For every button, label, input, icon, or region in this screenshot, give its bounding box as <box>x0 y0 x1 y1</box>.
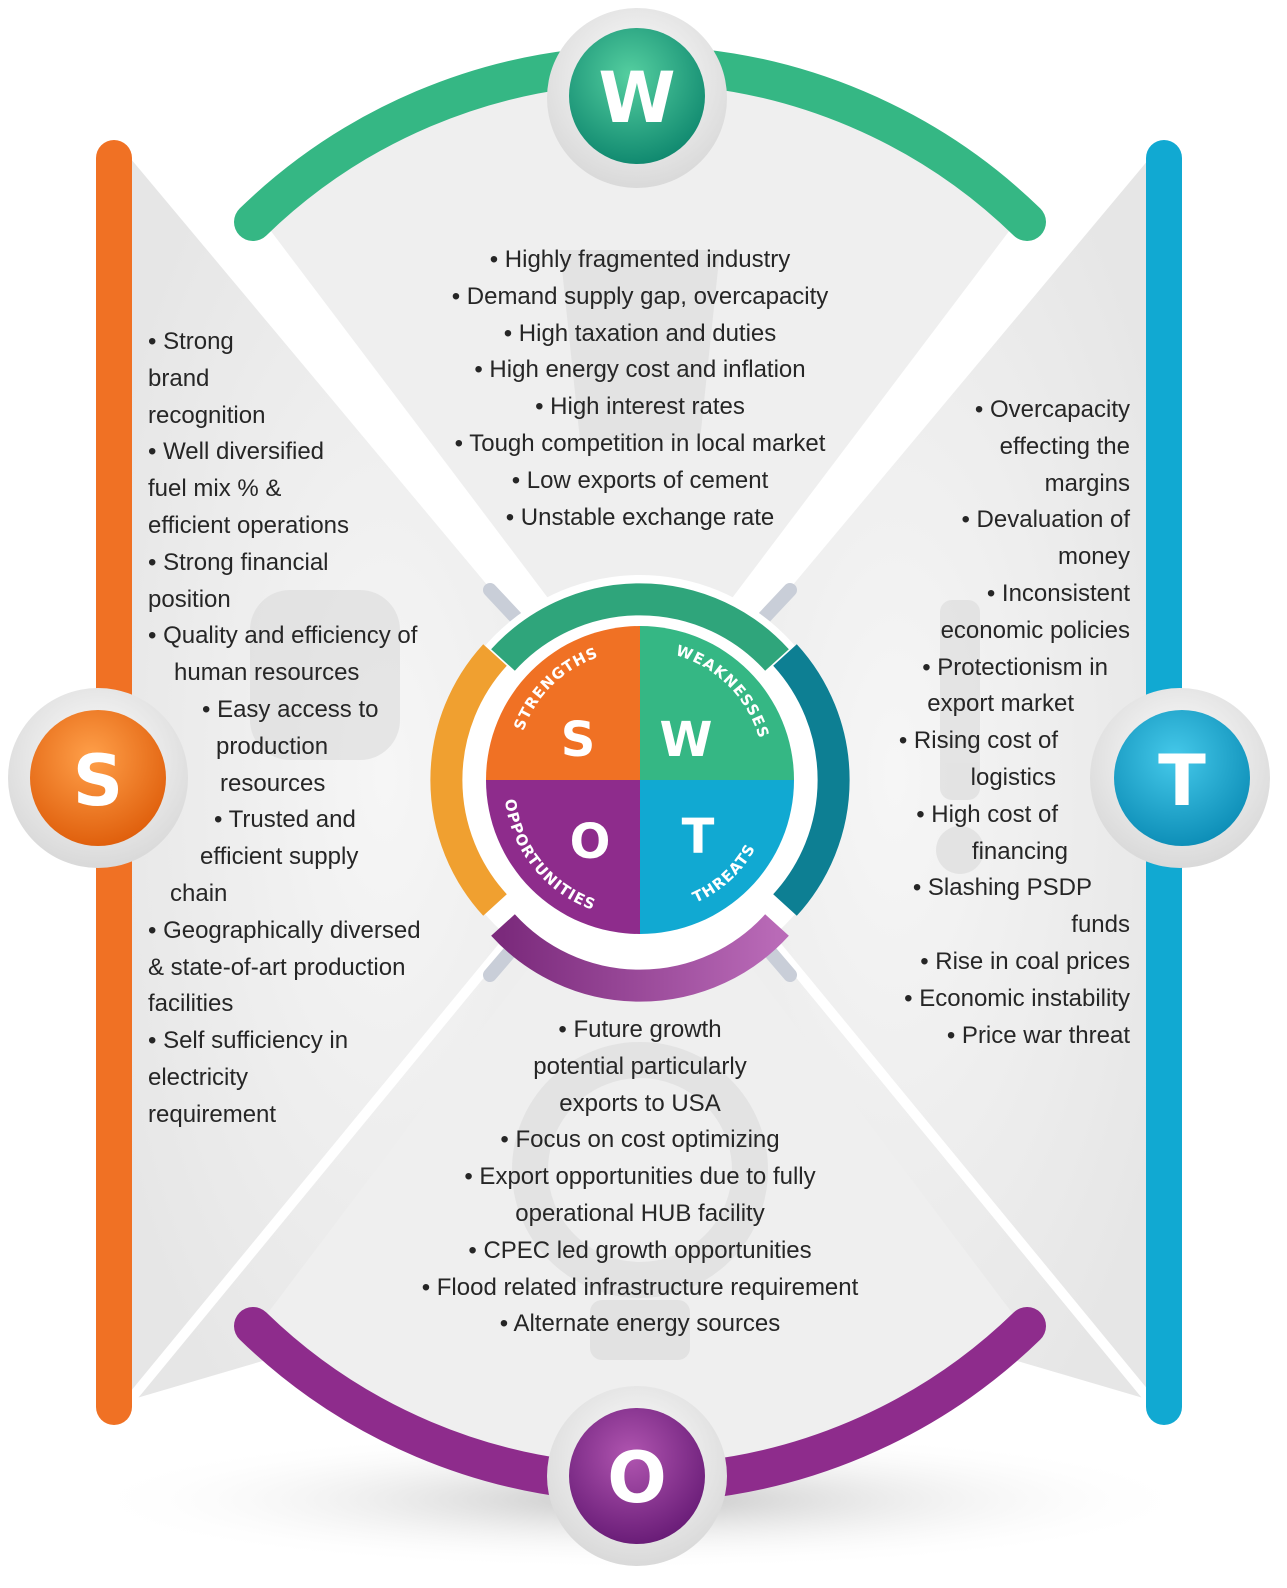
list-item: • Strong <box>148 328 234 355</box>
badge-t-letter: T <box>1158 740 1206 822</box>
badge-w-letter: W <box>598 57 675 139</box>
list-item: • High energy cost and inflation <box>474 356 806 384</box>
ring-segment-weaknesses <box>491 583 789 671</box>
opportunities-panel <box>255 820 1025 1484</box>
list-item: electricity <box>148 1063 249 1091</box>
list-item: efficient operations <box>148 511 350 539</box>
list-item: • Alternate energy sources <box>499 1310 781 1338</box>
list-item: money <box>1057 543 1130 571</box>
weaknesses-list: • Highly fragmented industry • Demand su… <box>380 242 900 536</box>
list-item: • Trusted and <box>214 806 356 834</box>
list-item: & state-of-art production <box>148 953 406 981</box>
list-item: • Self sufficiency in <box>148 1027 349 1055</box>
list-item: • Price war threat <box>946 1021 1130 1049</box>
list-item: margins <box>1044 469 1130 497</box>
list-item: production <box>216 732 329 760</box>
list-item: • CPEC led growth opportunities <box>468 1236 812 1264</box>
list-item: • Focus on cost optimizing <box>500 1126 780 1154</box>
fist-watermark-icon <box>250 590 400 760</box>
exclamation-dot-watermark-icon <box>936 826 984 874</box>
list-item: • Devaluation of <box>961 506 1130 534</box>
list-item: • Slashing PSDP <box>912 874 1092 902</box>
bulb-watermark-icon <box>512 1042 768 1298</box>
list-item: operational HUB facility <box>515 1199 765 1227</box>
list-item: • Rise in coal prices <box>920 947 1130 975</box>
list-item: funds <box>1071 911 1130 939</box>
list-item: • Strong financial <box>148 548 329 576</box>
ring-segment-threats <box>773 644 850 916</box>
list-item: • Overcapacity <box>974 396 1130 423</box>
list-item: effecting the <box>999 432 1130 460</box>
badge-o-inner <box>569 1408 705 1544</box>
list-item: resources <box>220 769 326 797</box>
strengths-list: • Strong brand recognition • Well divers… <box>148 324 448 1134</box>
badge-s: S <box>8 688 188 868</box>
list-item: export market <box>927 690 1074 718</box>
list-item: efficient supply <box>200 843 359 871</box>
badge-t-inner <box>1114 710 1250 846</box>
list-item: • High cost of <box>916 800 1058 828</box>
list-item: • Unstable exchange rate <box>505 503 775 531</box>
list-item: potential particularly <box>533 1052 747 1080</box>
badge-s-inner <box>30 710 166 846</box>
list-item: • Flood related infrastructure requireme… <box>421 1273 859 1301</box>
list-item: facilities <box>148 990 234 1018</box>
badge-w-inner <box>569 28 705 164</box>
quadrant-threats <box>640 780 794 934</box>
list-item: • High interest rates <box>535 393 745 421</box>
list-item: • High taxation and duties <box>503 319 777 347</box>
list-item: • Geographically diversed <box>148 916 421 944</box>
badge-t: T <box>1090 688 1270 868</box>
list-item: • Well diversified <box>148 438 325 466</box>
list-item: recognition <box>148 401 266 429</box>
list-item: human resources <box>174 659 360 687</box>
quadrant-letter-t: T <box>682 809 715 865</box>
list-item: • Rising cost of <box>898 727 1058 755</box>
list-item: economic policies <box>940 616 1130 644</box>
badge-s-letter: S <box>73 740 123 822</box>
list-item: • Inconsistent <box>986 579 1130 607</box>
list-item: requirement <box>148 1100 277 1128</box>
quadrant-opportunities <box>486 780 640 934</box>
ring-segment-strengths <box>430 644 507 916</box>
ring-segment-opportunities <box>491 914 789 1002</box>
badge-o-letter: O <box>607 1437 667 1519</box>
list-item: • Tough competition in local market <box>454 429 826 457</box>
watermark-icons <box>250 250 984 1360</box>
quadrant-weaknesses <box>640 626 794 780</box>
quadrant-strengths <box>486 626 640 780</box>
list-item: logistics <box>970 763 1056 791</box>
exclamation-watermark-icon <box>940 600 980 800</box>
list-item: • Future growth <box>558 1016 722 1043</box>
list-item: position <box>148 585 231 613</box>
list-item: fuel mix % & <box>148 475 282 503</box>
list-item: • Economic instability <box>904 984 1130 1012</box>
list-item: brand <box>148 364 210 392</box>
bulb-base-watermark-icon <box>590 1300 690 1360</box>
badge-w: W <box>547 8 727 188</box>
quadrant-letter-w: W <box>660 712 713 768</box>
list-item: chain <box>170 879 228 907</box>
opportunities-list: • Future growth potential particularly e… <box>360 1012 920 1343</box>
list-item: • Highly fragmented industry <box>489 246 791 273</box>
list-item: exports to USA <box>559 1089 721 1117</box>
list-item: • Demand supply gap, overcapacity <box>451 282 829 310</box>
list-item: • Low exports of cement <box>511 466 769 494</box>
badge-o: O <box>547 1386 727 1566</box>
list-item: • Quality and efficiency of <box>148 622 418 650</box>
list-item: • Protectionism in <box>922 653 1108 681</box>
list-item: • Easy access to <box>202 695 379 723</box>
chain-watermark-icon <box>560 250 720 440</box>
list-item: • Export opportunities due to fully <box>464 1163 816 1191</box>
quadrant-letter-s: S <box>561 712 596 768</box>
threats-list: • Overcapacity effecting the margins • D… <box>870 392 1130 1054</box>
quadrant-letter-o: O <box>570 814 611 870</box>
list-item: financing <box>971 837 1068 865</box>
